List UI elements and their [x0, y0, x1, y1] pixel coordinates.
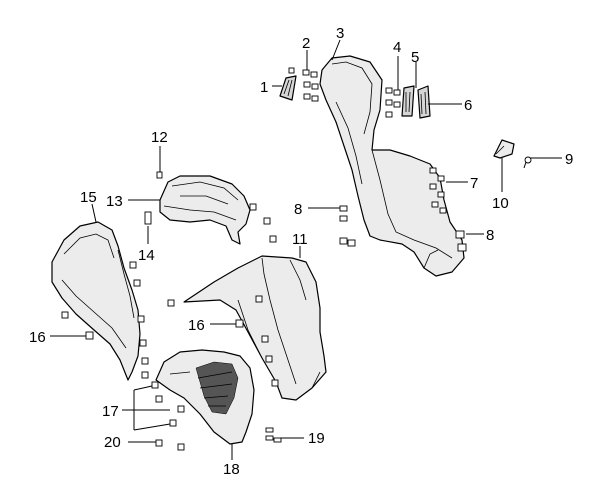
part-3-inner-leg-shield — [319, 55, 465, 277]
callout-8-left: 8 — [294, 201, 302, 218]
part-10-bracket — [493, 139, 515, 159]
callout-numbers: 1 2 3 4 5 6 7 8 8 9 10 11 12 13 14 15 16… — [29, 25, 573, 478]
part-8-clip-right — [455, 230, 467, 252]
part-4-clip-set — [385, 87, 401, 118]
callout-13: 13 — [106, 193, 123, 210]
part-16-clip-center — [235, 319, 244, 328]
callout-16-left: 16 — [29, 329, 46, 346]
part-20-screw — [155, 439, 185, 451]
part-16-clip-left — [85, 331, 94, 340]
part-5-vent-trim — [401, 85, 415, 117]
callout-5: 5 — [411, 49, 419, 66]
part-14-screw — [144, 211, 152, 225]
callout-9: 9 — [565, 151, 573, 168]
callout-14: 14 — [138, 247, 155, 264]
callout-17: 17 — [102, 403, 119, 420]
callout-18: 18 — [223, 461, 240, 478]
callout-19: 19 — [308, 430, 325, 447]
leader-lines — [50, 39, 562, 460]
part-8-clip-left — [339, 205, 356, 247]
callout-11: 11 — [292, 231, 308, 248]
part-13-upper-inner-panel — [159, 175, 251, 245]
callout-2: 2 — [302, 35, 310, 52]
part-2-clip-set — [288, 67, 319, 102]
part-11-front-panel — [183, 255, 327, 401]
part-19-clip-set — [265, 427, 282, 443]
misc-clips — [61, 203, 279, 387]
part-18-lower-front-panel — [155, 349, 255, 445]
part-7-screw-cluster — [429, 167, 447, 214]
part-6-vent-trim — [417, 85, 431, 119]
part-1-vent-trim — [279, 75, 297, 101]
callout-12: 12 — [151, 129, 168, 146]
callout-1: 1 — [260, 79, 268, 96]
callout-7: 7 — [470, 175, 478, 192]
part-9-screw — [523, 156, 532, 169]
callout-4: 4 — [393, 39, 401, 56]
callout-6: 6 — [464, 97, 472, 114]
callout-3: 3 — [336, 25, 344, 42]
callout-20: 20 — [104, 434, 121, 451]
part-15-left-side-panel — [51, 221, 141, 381]
callout-8-right: 8 — [486, 227, 494, 244]
callout-16-center: 16 — [188, 317, 205, 334]
callout-15: 15 — [80, 189, 97, 206]
callout-10: 10 — [492, 195, 509, 212]
part-12-screw — [156, 171, 163, 179]
part-17-screw-set — [151, 381, 185, 427]
